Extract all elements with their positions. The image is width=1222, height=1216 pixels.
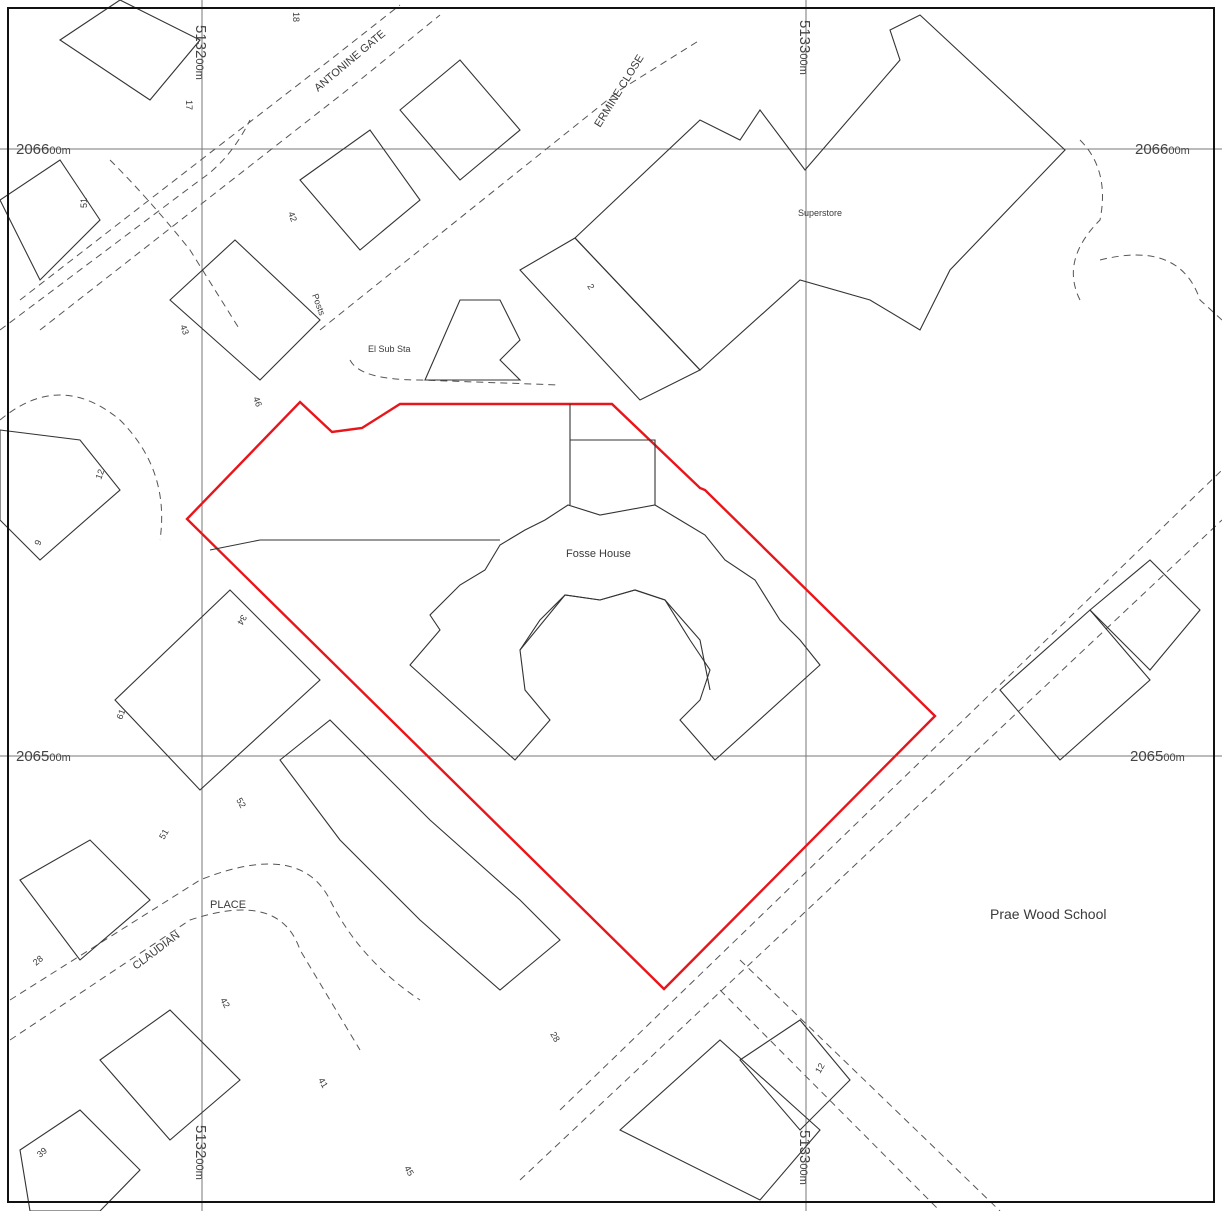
houses-north-2 (399, 59, 521, 181)
road-main-diagonal (559, 469, 1222, 1111)
house-number-51-top: 51 (79, 198, 89, 208)
house-number-9: 9 (32, 539, 43, 547)
road-south-east (739, 959, 1001, 1212)
road-left-curve (109, 159, 241, 331)
road-ermine-close (319, 39, 701, 331)
substation-area (424, 299, 522, 381)
road-antonine-gate (19, 4, 401, 301)
plot-line-2 (570, 439, 656, 505)
house-number-43: 43 (178, 323, 191, 336)
houses-nw (0, 159, 101, 281)
road-main-diagonal-2 (519, 519, 1222, 1181)
houses-w (0, 429, 121, 561)
road-antonine-gate-2 (39, 14, 441, 331)
easting-label-5132-bottom: 513200m (192, 1125, 209, 1180)
house-number-2: 2 (585, 282, 596, 291)
road-prae-wood (1099, 254, 1222, 321)
houses-top (59, 0, 201, 101)
road-claudian (9, 863, 421, 1001)
house-number-46: 46 (251, 395, 264, 408)
label-fosse-house: Fosse House (566, 548, 631, 560)
road-left-curve-2 (0, 394, 163, 541)
house-number-52: 52 (234, 796, 248, 810)
houses-s-2 (19, 1109, 141, 1212)
houses-east (999, 609, 1151, 761)
house-number-34: 34 (235, 613, 249, 627)
grid-labels: 513200m 513300m 513200m 513300m 206600m … (16, 20, 1190, 1185)
houses-se-2 (739, 1019, 851, 1131)
fosse-house-inner-court (519, 589, 711, 691)
house-number-28-west: 28 (31, 953, 45, 967)
house-number-17: 17 (184, 100, 194, 110)
house-number-45: 45 (402, 1164, 416, 1178)
houses-east-2 (1089, 559, 1201, 671)
easting-label-5133-top: 513300m (796, 20, 813, 75)
house-numbers: 18 17 51 42 43 46 12 9 2 34 61 52 51 28 … (31, 12, 827, 1178)
label-el-sub-sta: El Sub Sta (368, 344, 411, 354)
house-number-42-top: 42 (286, 210, 299, 223)
house-number-61: 61 (114, 708, 127, 721)
road-south-east-2 (719, 989, 941, 1212)
buildings (0, 0, 1201, 1212)
house-number-12-top: 12 (93, 468, 106, 481)
label-antonine-gate: ANTONINE GATE (312, 28, 388, 94)
road-ermine-close-2 (349, 359, 561, 386)
easting-label-5133-bottom: 513300m (796, 1130, 813, 1185)
house-number-28-south: 28 (548, 1030, 562, 1044)
house-number-42-south: 42 (218, 996, 232, 1010)
houses-north (299, 129, 421, 251)
label-ermine-close: ERMINE CLOSE (592, 53, 646, 130)
road-superstore-east (1072, 139, 1103, 301)
house-number-12-south: 12 (813, 1061, 827, 1075)
plot-line-3 (209, 539, 500, 551)
northing-label-2066-left: 206600m (16, 141, 71, 158)
terrace-block-west-2 (114, 589, 321, 791)
label-claudian: CLAUDIAN (131, 929, 183, 972)
house-number-51-south: 51 (157, 827, 171, 841)
houses-se (619, 1039, 821, 1201)
easting-label-5132-top: 513200m (192, 25, 209, 80)
houses-south-terrace (279, 719, 561, 991)
label-superstore: Superstore (798, 208, 842, 218)
place-labels: ANTONINE GATE ERMINE CLOSE CLAUDIAN PLAC… (131, 28, 1107, 972)
label-place: PLACE (210, 899, 246, 911)
northing-label-2065-right: 206500m (1130, 748, 1185, 765)
map-frame (7, 7, 1215, 1203)
site-boundary (185, 400, 937, 991)
northing-label-2065-left: 206500m (16, 748, 71, 765)
label-prae-wood-school: Prae Wood School (990, 906, 1106, 922)
retail-unit (519, 237, 701, 401)
road-claudian-2 (9, 909, 361, 1051)
fosse-house-building (409, 504, 821, 761)
house-number-18: 18 (291, 12, 301, 22)
houses-s (99, 1009, 241, 1141)
road-kerbs (0, 4, 1222, 1212)
northing-label-2066-right: 206600m (1135, 141, 1190, 158)
house-number-39: 39 (35, 1145, 49, 1159)
superstore-building (574, 14, 1066, 371)
terrace-block-west (169, 239, 321, 381)
site-internal-lines (209, 404, 656, 551)
houses-sw (19, 839, 151, 961)
house-number-41: 41 (316, 1076, 330, 1090)
